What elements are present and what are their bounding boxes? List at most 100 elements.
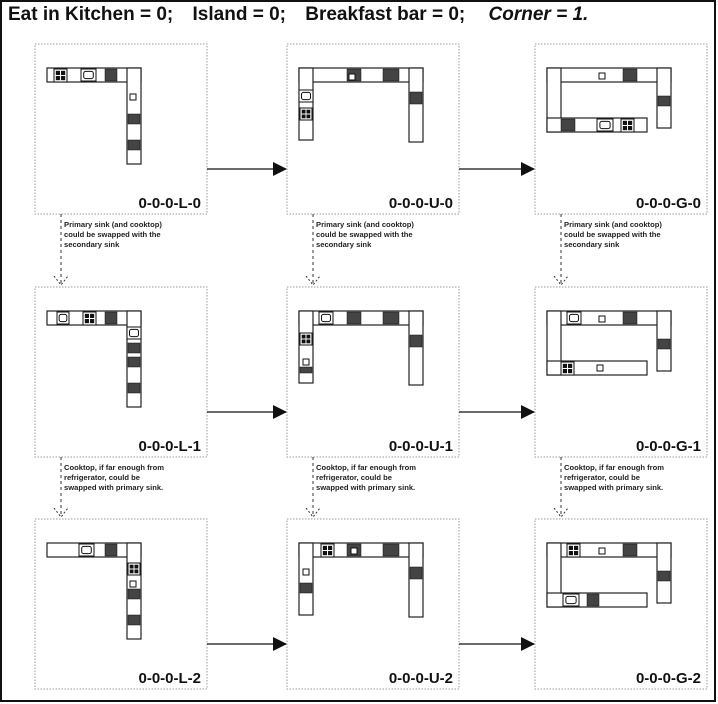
panel-label: 0-0-0-U-1 [389, 438, 453, 455]
floor-plan-u [298, 310, 424, 386]
cooktop-icon [127, 562, 141, 576]
swap-note-line: Cooktop, if far enough from [564, 463, 664, 472]
counter [408, 310, 424, 386]
panel-label: 0-0-0-L-1 [138, 438, 201, 455]
cooktop-icon [53, 68, 68, 83]
sink-icon [80, 68, 97, 82]
cabinet-block [127, 614, 141, 626]
appliance-icon [129, 580, 137, 588]
floor-plan-u [298, 67, 424, 143]
cabinet-block [622, 68, 638, 82]
appliance-icon [129, 93, 137, 101]
header: Eat in Kitchen = 0; Island = 0; Breakfas… [8, 4, 708, 30]
swap-note-line: secondary sink [564, 240, 620, 249]
floor-plan-l [46, 310, 142, 408]
cooktop-icon [299, 107, 313, 121]
cabinet-block [560, 118, 576, 132]
cabinet-block [127, 113, 141, 125]
cooktop-icon [560, 361, 575, 376]
panel-label: 0-0-0-L-2 [138, 670, 201, 687]
island-label: Island = 0; [192, 4, 286, 25]
counter [408, 67, 424, 143]
panel-0-0-0-u-1: 0-0-0-U-1 [286, 286, 460, 458]
swap-note-line: Cooktop, if far enough from [316, 463, 416, 472]
panel-label: 0-0-0-G-1 [636, 438, 701, 455]
cabinet-block [409, 91, 423, 105]
sink-icon [78, 543, 95, 557]
appliance-icon [302, 358, 310, 366]
counter [408, 542, 424, 618]
cabinet-block [299, 366, 313, 374]
panel-label: 0-0-0-L-0 [138, 195, 201, 212]
panel-label: 0-0-0-U-2 [389, 670, 453, 687]
cabinet-block [127, 139, 141, 151]
swap-note-line: refrigerator, could be [564, 473, 640, 482]
cooktop-icon [566, 543, 581, 558]
swap-note-line: secondary sink [64, 240, 120, 249]
panel-0-0-0-l-1: 0-0-0-L-1 [34, 286, 208, 458]
sink-icon [56, 311, 70, 325]
eat-in-kitchen-label: Eat in Kitchen = 0; [8, 4, 174, 25]
swap-note-line: refrigerator, could be [316, 473, 392, 482]
swap-note-line: Primary sink (and cooktop) [564, 220, 662, 229]
cabinet-block [382, 311, 400, 325]
panel-0-0-0-u-2: 0-0-0-U-2 [286, 518, 460, 690]
appliance-icon [598, 72, 606, 80]
cabinet-block [382, 68, 400, 82]
cabinet-block [127, 356, 141, 368]
floor-plan-u [298, 542, 424, 618]
swap-note-line: Cooktop, if far enough from [64, 463, 164, 472]
counter [546, 67, 672, 83]
swap-note-line: refrigerator, could be [64, 473, 140, 482]
floor-plan-l [46, 67, 142, 165]
panel-0-0-0-l-0: 0-0-0-L-0 [34, 43, 208, 215]
cooktop-icon [320, 543, 335, 558]
cabinet-block [657, 570, 671, 582]
swap-note-line: swapped with primary sink. [564, 483, 663, 492]
swap-note-line: swapped with primary sink. [64, 483, 163, 492]
panel-0-0-0-g-1: 0-0-0-G-1 [534, 286, 708, 458]
appliance-icon [350, 547, 358, 555]
cabinet-block [299, 582, 313, 594]
panel-0-0-0-g-0: 0-0-0-G-0 [534, 43, 708, 215]
cabinet-block [657, 338, 671, 350]
cabinet-block [382, 543, 400, 557]
cabinet-block [127, 382, 141, 394]
sink-icon [566, 311, 582, 325]
floor-plan-g [546, 542, 672, 608]
appliance-icon [598, 315, 606, 323]
cabinet-block [104, 543, 118, 557]
cabinet-block [104, 311, 118, 325]
counter [546, 310, 672, 326]
panel-0-0-0-g-2: 0-0-0-G-2 [534, 518, 708, 690]
panel-0-0-0-l-2: 0-0-0-L-2 [34, 518, 208, 690]
swap-note-line: could be swapped with the [316, 230, 413, 239]
appliance-icon [596, 364, 604, 372]
appliance-icon [348, 73, 356, 81]
panel-0-0-0-u-0: 0-0-0-U-0 [286, 43, 460, 215]
sink-icon [126, 326, 142, 340]
panel-label: 0-0-0-G-0 [636, 195, 701, 212]
floor-plan-g [546, 67, 672, 133]
sink-icon [596, 118, 614, 132]
swap-note-line: swapped with primary sink. [316, 483, 415, 492]
cabinet-block [657, 95, 671, 107]
cabinet-block [346, 311, 362, 325]
swap-note-line: could be swapped with the [564, 230, 661, 239]
breakfast-bar-label: Breakfast bar = 0; [305, 4, 466, 25]
counter [298, 67, 314, 141]
cabinet-block [104, 68, 118, 82]
counter [546, 542, 672, 558]
cabinet-block [409, 566, 423, 580]
sink-icon [298, 89, 314, 103]
cabinet-block [409, 334, 423, 348]
cabinet-block [586, 593, 600, 607]
cabinet-block [622, 543, 638, 557]
sink-icon [562, 593, 580, 607]
floor-plan-g [546, 310, 672, 376]
cabinet-block [127, 342, 141, 354]
appliance-icon [598, 547, 606, 555]
panel-label: 0-0-0-G-2 [636, 670, 701, 687]
